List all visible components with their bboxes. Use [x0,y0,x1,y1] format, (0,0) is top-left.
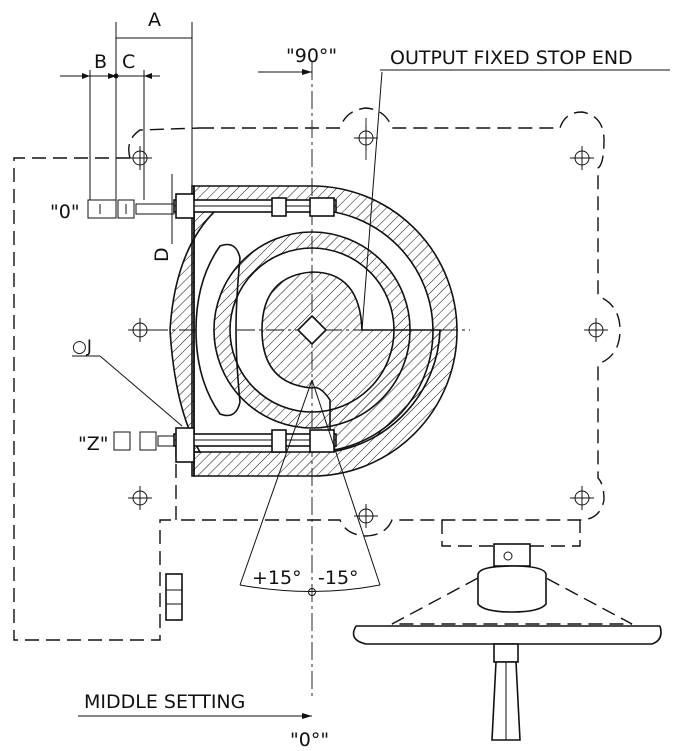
mounting-hole [354,504,378,528]
top-tie-rod [87,193,337,219]
leader-j-diag [99,355,183,427]
dim-d-label: D [151,247,173,262]
mounting-hole [128,146,152,170]
position-z-label: "Z" [78,433,109,455]
mounting-hole [128,486,152,510]
output-fixed-stop-end-label: OUTPUT FIXED STOP END [390,47,633,69]
housing-outline-left [13,157,176,641]
mounting-hole [570,486,594,510]
dim-a-label: A [148,9,161,31]
angle-90-label: "90°" [286,45,337,67]
bottom-tie-rod [113,427,337,463]
plus-15-label: +15° [252,567,302,589]
position-zero-label: "0" [50,201,80,223]
lower-left-fitting [165,573,183,621]
middle-ring [213,231,411,429]
handwheel [352,520,662,741]
outer-housing-section [169,185,458,477]
minus-15-label: -15° [318,567,359,589]
mounting-hole [584,318,608,342]
middle-setting-label: MIDDLE SETTING [84,691,245,713]
angle-0-label: "0°" [290,729,329,751]
mounting-holes [128,126,608,528]
mounting-hole [570,146,594,170]
square-shaft-icon [296,314,328,346]
item-j-label: ○J [72,337,92,357]
dim-c-label: C [122,51,135,73]
leader-output-diag [361,71,383,331]
dimension-lines [60,22,193,244]
angle-indicator [239,379,381,596]
mounting-hole [128,318,152,342]
dim-b-label: B [94,51,107,73]
